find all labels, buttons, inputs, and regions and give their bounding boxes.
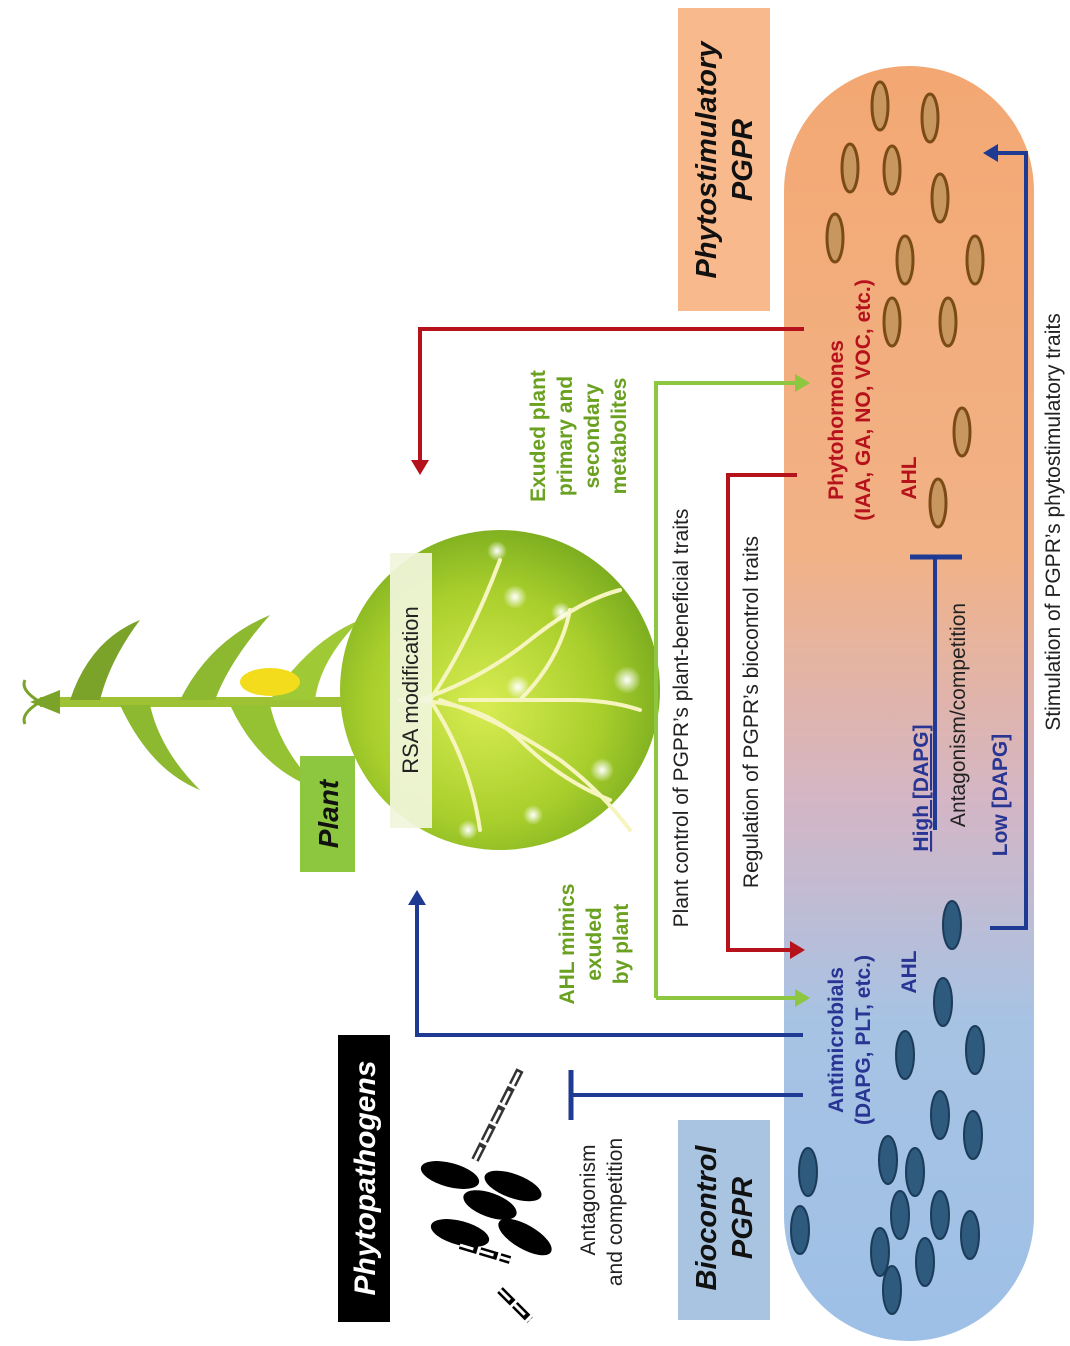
svg-text:Antimicrobials: Antimicrobials <box>825 967 848 1113</box>
antagonism-pathogens-inhibition <box>568 1070 803 1120</box>
ahl-top-label: AHL <box>898 456 921 499</box>
biocontrol-label-line1: Biocontrol <box>691 1145 723 1291</box>
antimicrobials-label: Antimicrobials (DAPG, PLT, etc.) <box>825 955 875 1125</box>
phytostimulatory-label-line2: PGPR <box>727 119 759 201</box>
phytopathogens-label-box <box>338 1035 390 1322</box>
antagonism-pathogens-label: Antagonism and competition <box>577 1138 627 1286</box>
svg-text:AHL mimics: AHL mimics <box>556 884 579 1005</box>
phytohormones-label: Phytohormones (IAA, GA, NO, VOC, etc.) <box>825 279 875 521</box>
plant-label: Plant <box>313 778 344 848</box>
ahl-mimics-arrow <box>656 989 810 1007</box>
svg-text:primary and: primary and <box>554 376 577 496</box>
ahl-mimics-label: AHL mimics exuded by plant <box>556 884 633 1005</box>
regulation-arrow <box>726 473 805 959</box>
low-dapg-label: Low [DAPG] <box>989 734 1012 856</box>
phytopathogen-cells-icon <box>420 1068 552 1323</box>
svg-text:(IAA, GA, NO, VOC, etc.): (IAA, GA, NO, VOC, etc.) <box>852 279 875 521</box>
phytostimulatory-label-box <box>678 8 770 311</box>
biocontrol-cells <box>790 900 985 1315</box>
root-zone <box>340 530 660 850</box>
phytohormones-to-rsa-arrow <box>411 327 804 475</box>
svg-text:by plant: by plant <box>610 904 633 985</box>
ahl-bottom-label: AHL <box>898 950 921 993</box>
svg-text:Antagonism: Antagonism <box>577 1145 600 1256</box>
svg-text:exuded: exuded <box>583 907 606 981</box>
biocontrol-label-line2: PGPR <box>727 1177 759 1259</box>
rsa-modification-label: RSA modification <box>398 606 423 774</box>
stimulation-label: Stimulation of PGPR’s phytostimulatory t… <box>1042 313 1065 730</box>
high-dapg-label: High [DAPG] <box>910 724 933 851</box>
phytopathogens-label: Phytopathogens <box>349 1060 382 1295</box>
exuded-metabolites-label: Exuded plant primary and secondary metab… <box>527 370 631 502</box>
plant-label-box <box>300 756 355 872</box>
svg-text:and competition: and competition <box>604 1138 627 1286</box>
svg-text:Exuded plant: Exuded plant <box>527 370 550 502</box>
pgpr-band <box>784 66 1034 1341</box>
antimicrobials-to-plant-arrow <box>408 890 803 1037</box>
biocontrol-label-box <box>678 1120 770 1320</box>
phytostimulatory-cells <box>825 80 985 529</box>
plant-shoot-icon <box>22 615 400 790</box>
exuded-metabolites-arrow <box>654 374 810 998</box>
regulation-label: Regulation of PGPR’s biocontrol traits <box>740 536 763 888</box>
antagonism-competition-mid-label: Antagonism/competition <box>947 603 970 827</box>
antagonism-competition-inhibition <box>910 554 962 830</box>
svg-text:(DAPG, PLT, etc.): (DAPG, PLT, etc.) <box>852 955 875 1125</box>
plant-control-label: Plant control of PGPR’s plant-beneficial… <box>670 509 693 928</box>
svg-text:Phytohormones: Phytohormones <box>825 340 848 500</box>
svg-text:secondary: secondary <box>581 383 604 488</box>
phytostimulatory-label-line1: Phytostimulatory <box>691 40 723 279</box>
stimulation-arrow <box>983 144 1028 930</box>
svg-text:metabolites: metabolites <box>608 378 631 495</box>
